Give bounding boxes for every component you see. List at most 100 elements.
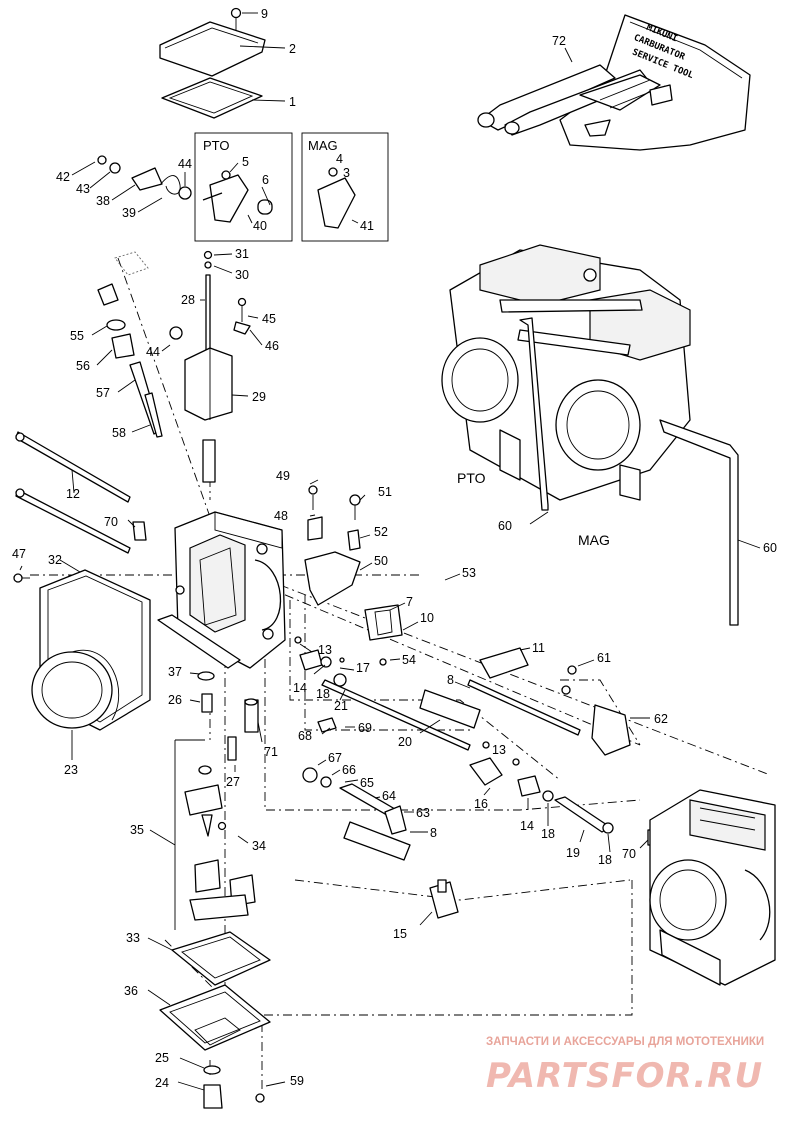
callout-c18a: 18	[316, 687, 330, 701]
callout-c4: 4	[336, 152, 343, 166]
pto-roller	[257, 199, 273, 215]
watermark: ЗАПЧАСТИ И АКСЕССУАРЫ ДЛЯ МОТОТЕХНИКИ PA…	[486, 1036, 764, 1096]
callout-numbers: 9 2 1 72 5 6 40 4 3 41 42 43 38 39 44 31…	[12, 7, 777, 1090]
callout-c8a: 8	[447, 673, 454, 687]
callout-c21: 21	[334, 699, 348, 713]
float-bowl	[159, 984, 271, 1051]
carburetor-body-mag	[649, 789, 776, 986]
intake-bell	[31, 651, 113, 729]
callout-c62: 62	[654, 712, 668, 726]
callout-c67: 67	[328, 751, 342, 765]
callout-c52: 52	[374, 525, 388, 539]
choke-shaft	[321, 679, 471, 751]
watermark-tagline: ЗАПЧАСТИ И АКСЕССУАРЫ ДЛЯ МОТОТЕХНИКИ	[486, 1036, 764, 1048]
assembly-label-pto: PTO	[457, 470, 486, 486]
callout-c61: 61	[597, 651, 611, 665]
carburetor-pair-assembled	[441, 244, 761, 626]
callout-c54: 54	[402, 653, 416, 667]
top-cover-gasket	[161, 77, 263, 119]
mag-box	[301, 132, 389, 242]
pto-box-label: PTO	[203, 138, 230, 153]
callout-c18b: 18	[541, 827, 555, 841]
throttle-lever	[304, 551, 361, 606]
callout-c24: 24	[155, 1076, 169, 1090]
float-left	[194, 859, 221, 893]
air-boot-left	[13, 519, 151, 760]
screwdriver-1	[479, 64, 616, 131]
callout-c59: 59	[290, 1074, 304, 1088]
carb-lower-tube	[157, 614, 241, 669]
choke-plunger-group	[302, 759, 459, 926]
shaft-tube-upper	[419, 689, 481, 729]
drain-plug	[203, 1084, 223, 1109]
callout-c17: 17	[356, 661, 370, 675]
pto-mag-boxes	[194, 132, 389, 242]
callout-c5: 5	[242, 155, 249, 169]
assembly-label-mag: MAG	[578, 532, 610, 548]
callout-c9: 9	[261, 7, 268, 21]
throttle-arm	[479, 647, 529, 679]
callout-c45: 45	[262, 312, 276, 326]
callout-c36: 36	[124, 984, 138, 998]
callout-c43: 43	[76, 182, 90, 196]
callout-c6: 6	[262, 173, 269, 187]
callout-c44b: 44	[146, 345, 160, 359]
callout-c44a: 44	[178, 157, 192, 171]
callout-c8b: 8	[430, 826, 437, 840]
callout-c1: 1	[289, 95, 296, 109]
top-cover-group	[159, 7, 286, 119]
callout-c27: 27	[226, 775, 240, 789]
callout-c12: 12	[66, 487, 80, 501]
callout-c32: 32	[48, 553, 62, 567]
callout-c60a: 60	[498, 519, 512, 533]
callout-c65: 65	[360, 776, 374, 790]
air-screw-group	[91, 251, 163, 438]
callout-c11: 11	[532, 641, 545, 655]
mag-lever	[317, 177, 356, 229]
callout-c28: 28	[181, 293, 195, 307]
callout-c48: 48	[274, 509, 288, 523]
top-cover	[159, 21, 266, 77]
link-16	[469, 757, 503, 786]
callout-c3: 3	[343, 166, 350, 180]
callout-c39: 39	[122, 206, 136, 220]
callout-c16: 16	[474, 797, 488, 811]
callout-c26: 26	[168, 693, 182, 707]
vent-tube-mag	[659, 419, 739, 626]
callout-c50: 50	[374, 554, 388, 568]
callout-c19: 19	[566, 846, 580, 860]
callout-c13a: 13	[318, 643, 332, 657]
cover-screw	[230, 7, 242, 19]
watermark-site: PARTSFOR.RU	[486, 1056, 763, 1096]
jet-needle	[205, 274, 211, 351]
needle-jet	[202, 439, 216, 483]
throttle-drum	[364, 604, 403, 641]
callout-c72: 72	[552, 34, 566, 48]
service-tool-kit: MIKUNI CARBURATOR SERVICE TOOL	[477, 14, 751, 151]
callout-c42: 42	[56, 170, 70, 184]
callout-c68: 68	[298, 729, 312, 743]
callout-c51: 51	[378, 485, 392, 499]
callout-c60b: 60	[763, 541, 777, 555]
callout-c71: 71	[264, 745, 278, 759]
callout-c40: 40	[253, 219, 267, 233]
callout-c33: 33	[126, 931, 140, 945]
throttle-cam-group	[294, 479, 581, 861]
vent-tube-pto	[519, 317, 549, 511]
callout-c2: 2	[289, 42, 296, 56]
shaft-tube-lower	[343, 821, 411, 861]
callout-c70b: 70	[622, 847, 636, 861]
callout-c53: 53	[462, 566, 476, 580]
callout-c15: 15	[393, 927, 407, 941]
callout-c18c: 18	[598, 853, 612, 867]
mag-box-label: MAG	[308, 138, 338, 153]
callout-c47: 47	[12, 547, 26, 561]
float-bowl-assembly	[147, 739, 286, 1109]
callout-c38: 38	[96, 194, 110, 208]
callout-c64: 64	[382, 789, 396, 803]
callout-c23: 23	[64, 763, 78, 777]
callout-c58: 58	[112, 426, 126, 440]
callout-c14a: 14	[293, 681, 307, 695]
callout-c66: 66	[342, 763, 356, 777]
